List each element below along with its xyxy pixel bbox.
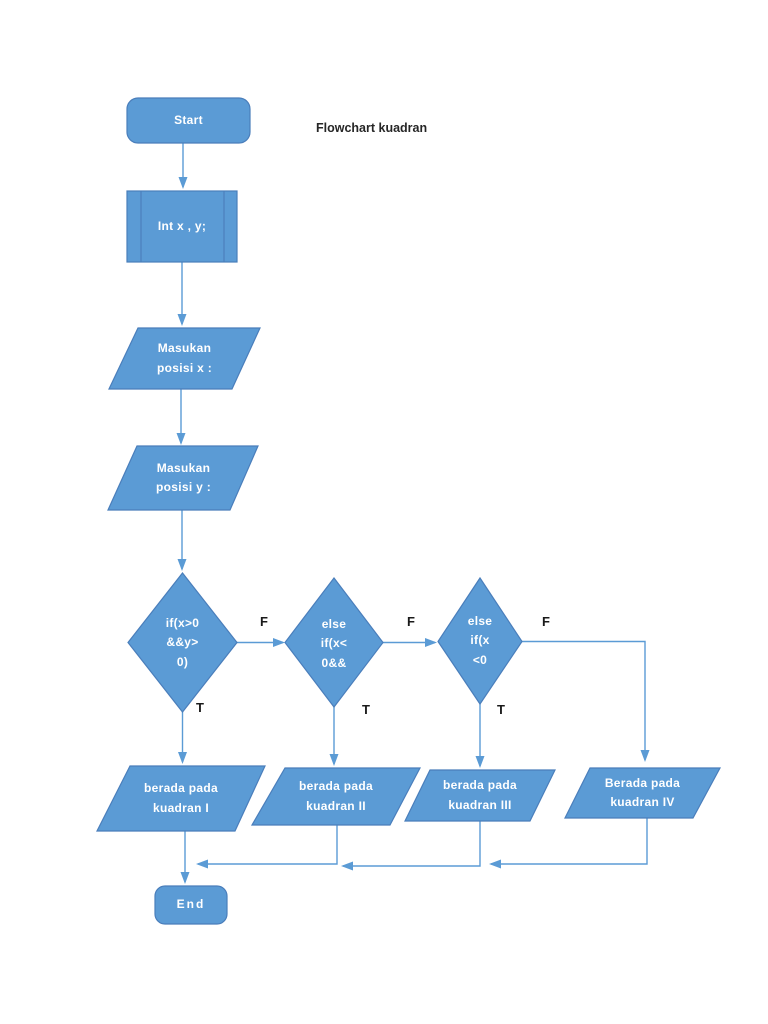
input-y-node-shape [107,445,259,511]
quadrant1-node-shape [96,765,266,832]
decision1-true-label: T [196,699,204,715]
init-node-shape [126,190,238,263]
decision2-false-label: F [407,613,415,629]
edge-quadrant2-merge [196,825,338,869]
decision1-false-label: F [260,613,268,629]
edge-quadrant4-merge [489,818,648,869]
decision3-true-label: T [497,701,505,717]
end-node-shape [154,885,228,925]
quadrant3-node-shape [404,769,556,822]
decision2-node-shape [284,577,384,708]
page-title: Flowchart kuadran [316,121,428,135]
decision3-false-label: F [542,613,550,629]
input-x-node-shape [108,327,261,390]
edge-decision3-false-to-quadrant4 [522,640,650,762]
decision2-true-label: T [362,701,370,717]
decision3-node-shape [437,576,523,706]
decision1-node-shape [127,572,238,713]
start-node-shape [126,97,251,144]
quadrant2-node-shape [250,767,421,826]
quadrant4-node-shape [564,767,722,819]
edge-quadrant3-merge [341,821,481,871]
